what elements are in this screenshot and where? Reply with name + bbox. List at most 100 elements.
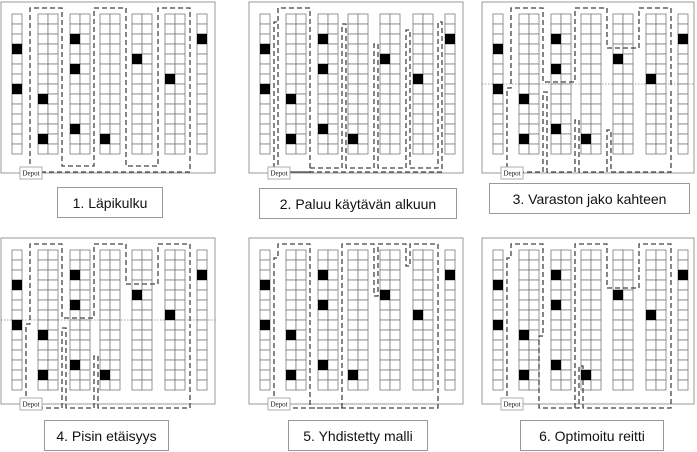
rack-slot: [655, 73, 667, 85]
rack-slot: [580, 143, 592, 155]
rack-slot: [285, 43, 297, 55]
pick-location: [581, 134, 591, 144]
warehouse-frame: [481, 237, 695, 405]
rack-slot: [422, 73, 434, 85]
rack-slot: [560, 103, 572, 115]
rack-slot: [612, 349, 624, 361]
rack-slot: [11, 23, 23, 35]
rack-slot: [259, 33, 271, 45]
pick-location: [132, 290, 142, 300]
rack-slot: [285, 279, 297, 291]
rack-slot: [580, 83, 592, 95]
rack-slot: [131, 63, 143, 75]
rack-slot: [37, 103, 49, 115]
rack-slot: [560, 83, 572, 95]
rack-slot: [379, 93, 391, 105]
rack-slot: [285, 73, 297, 85]
depot-box: [267, 166, 291, 180]
rack-slot: [69, 133, 81, 145]
pick-location: [70, 34, 80, 44]
pick-location: [165, 310, 175, 320]
rack-slot: [37, 249, 49, 261]
rack-slot: [444, 279, 456, 291]
rack-slot: [37, 339, 49, 351]
rack-slot: [655, 299, 667, 311]
rack-slot: [141, 143, 153, 155]
rack-slot: [645, 33, 657, 45]
rack-slot: [11, 53, 23, 65]
rack-slot: [327, 299, 339, 311]
rack-slot: [655, 329, 667, 341]
rack-slot: [422, 33, 434, 45]
rack-slot: [164, 83, 176, 95]
rack-slot: [389, 123, 401, 135]
rack-slot: [347, 93, 359, 105]
rack-slot: [677, 319, 689, 331]
pick-location: [318, 124, 328, 134]
rack-slot: [518, 379, 530, 391]
rack-slot: [677, 299, 689, 311]
rack-slot: [79, 339, 91, 351]
rack-slot: [79, 319, 91, 331]
rack-slot: [518, 43, 530, 55]
rack-slot: [528, 379, 540, 391]
rack-slot: [79, 379, 91, 391]
rack-slot: [655, 103, 667, 115]
rack-slot: [677, 249, 689, 261]
rack-slot: [11, 113, 23, 125]
rack-slot: [47, 113, 59, 125]
rack-slot: [357, 289, 369, 301]
rack-slot: [412, 339, 424, 351]
rack-slot: [99, 319, 111, 331]
rack-slot: [645, 359, 657, 371]
rack-slot: [131, 379, 143, 391]
rack-slot: [295, 113, 307, 125]
rack-slot: [357, 369, 369, 381]
rack-slot: [590, 349, 602, 361]
rack-slot: [444, 123, 456, 135]
rack-slot: [347, 379, 359, 391]
rack-slot: [389, 249, 401, 261]
rack-slot: [347, 103, 359, 115]
rack-slot: [327, 319, 339, 331]
rack-slot: [196, 289, 208, 301]
rack-slot: [422, 63, 434, 75]
rack-slot: [389, 329, 401, 341]
pick-location: [70, 270, 80, 280]
rack-slot: [174, 13, 186, 25]
rack-slot: [295, 279, 307, 291]
rack-slot: [99, 103, 111, 115]
pick-location: [519, 94, 529, 104]
rack-slot: [528, 63, 540, 75]
rack-slot: [677, 13, 689, 25]
rack-slot: [131, 299, 143, 311]
rack-slot: [259, 339, 271, 351]
caption-6: 6. Optimoitu reitti: [520, 420, 664, 451]
rack-slot: [285, 299, 297, 311]
picking-route: [29, 7, 191, 173]
rack-slot: [444, 83, 456, 95]
rack-slot: [612, 309, 624, 321]
rack-slot: [590, 279, 602, 291]
rack-slot: [645, 43, 657, 55]
rack-slot: [389, 63, 401, 75]
rack-slot: [259, 269, 271, 281]
rack-slot: [47, 13, 59, 25]
rack-slot: [47, 93, 59, 105]
rack-slot: [259, 23, 271, 35]
rack-slot: [347, 309, 359, 321]
rack-slot: [69, 379, 81, 391]
rack-slot: [518, 23, 530, 35]
rack-slot: [379, 339, 391, 351]
rack-slot: [11, 269, 23, 281]
rack-slot: [47, 289, 59, 301]
pick-location: [613, 290, 623, 300]
rack-slot: [492, 339, 504, 351]
rack-slot: [347, 249, 359, 261]
rack-slot: [412, 279, 424, 291]
rack-slot: [174, 369, 186, 381]
rack-slot: [347, 299, 359, 311]
rack-slot: [295, 309, 307, 321]
rack-slot: [327, 23, 339, 35]
depot-box: [500, 166, 524, 180]
